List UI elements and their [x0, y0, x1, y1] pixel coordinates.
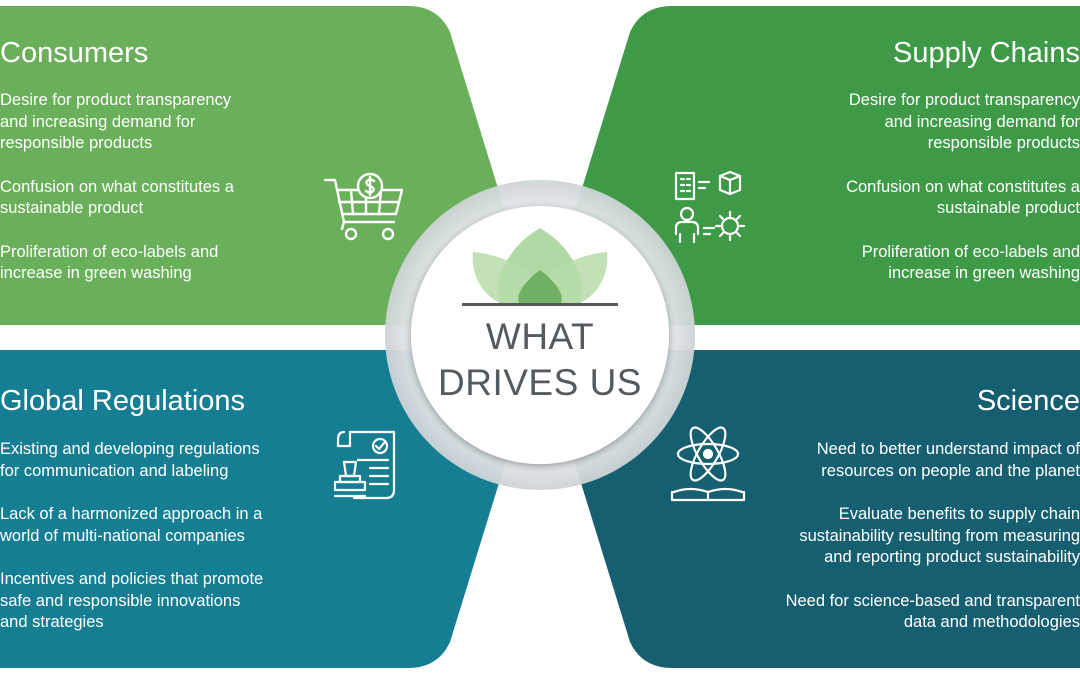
list-item-line: Proliferation of eco-labels and [861, 242, 1080, 261]
list-item-line: world of multi-national companies [0, 526, 245, 545]
list-item-line: responsible products [0, 134, 153, 152]
list-item-line: Confusion on what constitutes a [0, 177, 234, 196]
science-panel [540, 350, 1080, 668]
list-item-line: for communication and labeling [0, 461, 229, 480]
document-stamp-icon [333, 430, 396, 500]
center-title: WHAT DRIVES US [420, 314, 660, 406]
list-item-line: increase in green washing [0, 264, 192, 282]
list-item: Need for science-based and transparent da… [786, 591, 1080, 634]
list-item-line: Lack of a harmonized approach in a [0, 505, 263, 523]
list-item-line: increase in green washing [888, 264, 1080, 282]
list-item-line: Proliferation of eco-labels and [0, 242, 219, 261]
atom-book-icon [670, 426, 746, 502]
list-item-line: Confusion on what constitutes a [846, 177, 1080, 196]
list-item-line: and increasing demand for [0, 112, 196, 131]
consumers-title: Consumers [0, 37, 149, 69]
list-item-line: safe and responsible innovations [0, 591, 241, 610]
list-item-line: sustainable product [0, 199, 144, 217]
list-item-line: Desire for product transparency [0, 91, 232, 109]
supply-chain-icon [674, 170, 746, 244]
science-title: Science [976, 385, 1080, 417]
list-item-line: and increasing demand for [884, 112, 1080, 131]
list-item-line: and reporting product sustainability [824, 548, 1080, 566]
supply-chains-panel [540, 6, 1080, 325]
center-title-line1: WHAT [485, 316, 595, 357]
list-item: Proliferation of eco-labels and increase … [0, 242, 234, 285]
list-item: Desire for product transparency and incre… [846, 90, 1080, 155]
list-item-line: Incentives and policies that promote [0, 570, 264, 588]
list-item: Lack of a harmonized approach in a world … [0, 504, 263, 547]
list-item-line: sustainability resulting from measuring [799, 526, 1080, 545]
supply-chains-list: Desire for product transparency and incre… [846, 90, 1080, 307]
global-regulations-panel [0, 350, 540, 668]
supply-chains-title: Supply Chains [893, 37, 1080, 69]
list-item-line: Need for science-based and transparent [785, 591, 1080, 610]
list-item: Evaluate benefits to supply chain sustain… [786, 504, 1080, 569]
global-regulations-title: Global Regulations [0, 385, 246, 417]
list-item: Desire for product transparency and incre… [0, 90, 234, 155]
consumers-panel [0, 6, 540, 325]
list-item-line: responsible products [927, 134, 1080, 152]
list-item-line: Existing and developing regulations [0, 440, 260, 458]
list-item: Incentives and policies that promote safe… [0, 569, 263, 634]
lotus-leaf-icon [462, 228, 618, 306]
list-item-line: resources on people and the planet [821, 461, 1080, 480]
consumers-list: Desire for product transparency and incre… [0, 90, 234, 307]
list-item: Proliferation of eco-labels and increase … [846, 242, 1080, 285]
list-item: Existing and developing regulations for c… [0, 439, 263, 482]
list-item-line: Need to better understand impact of [816, 440, 1080, 458]
list-item: Confusion on what constitutes a sustainab… [846, 177, 1080, 220]
center-title-line2: DRIVES US [438, 362, 642, 403]
list-item-line: data and methodologies [903, 613, 1080, 631]
list-item: Need to better understand impact of resou… [786, 439, 1080, 482]
list-item: Confusion on what constitutes a sustainab… [0, 177, 234, 220]
list-item-line: Desire for product transparency [848, 91, 1080, 109]
list-item-line: and strategies [0, 613, 104, 631]
list-item-line: sustainable product [936, 199, 1080, 217]
global-regulations-list: Existing and developing regulations for c… [0, 439, 263, 656]
shopping-cart-dollar-icon [323, 172, 404, 241]
science-list: Need to better understand impact of resou… [786, 439, 1080, 656]
list-item-line: Evaluate benefits to supply chain [838, 505, 1080, 523]
